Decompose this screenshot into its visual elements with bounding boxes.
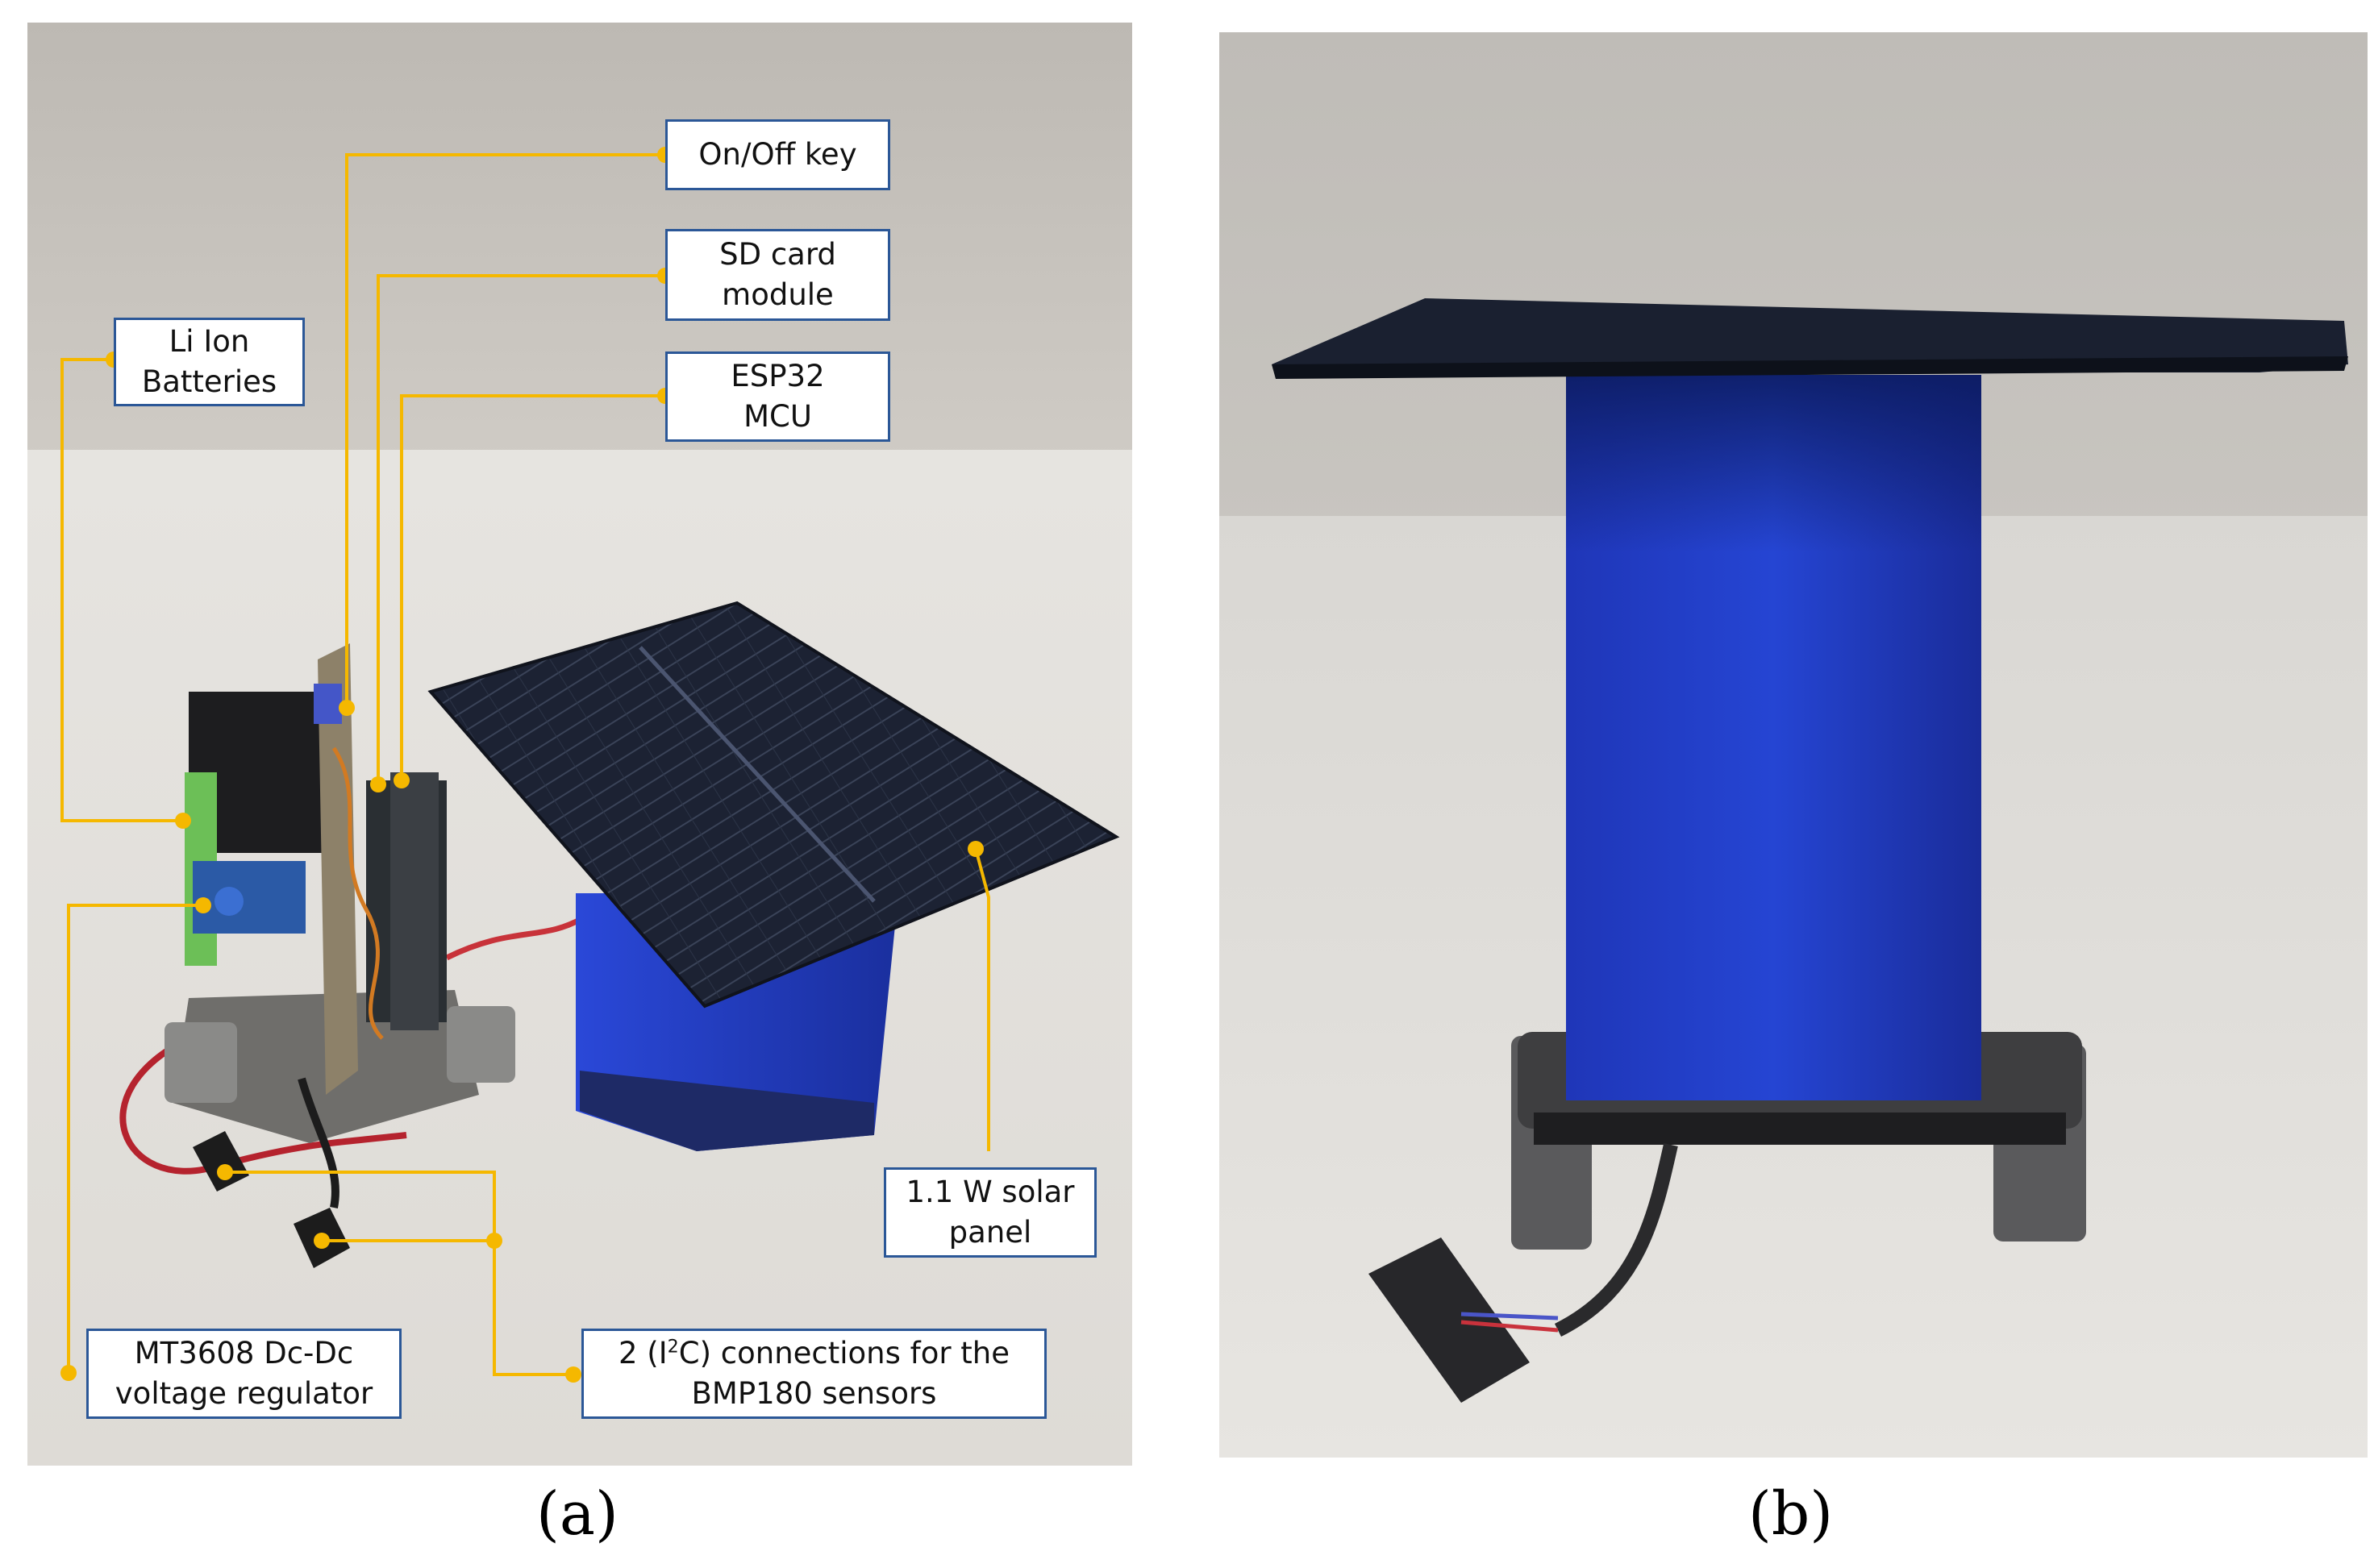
caption-b: (b) — [1748, 1479, 1834, 1549]
callout-solar-panel: 1.1 W solar panel — [884, 1167, 1097, 1258]
callout-i2c-connections: 2 (I2C) connections for the BMP180 senso… — [581, 1329, 1047, 1419]
callout-sd-card-module: SD card module — [665, 229, 890, 321]
connector — [1368, 1237, 1530, 1403]
photo-a-scene — [27, 23, 1132, 1466]
caption-a: (a) — [536, 1479, 618, 1549]
callout-esp32-mcu: ESP32 MCU — [665, 351, 890, 442]
photo-panel-b — [1219, 32, 2368, 1458]
regulator-board — [193, 861, 306, 934]
pcb-board — [318, 643, 358, 1095]
callout-on-off-key: On/Off key — [665, 119, 890, 190]
solar-panel-top — [1272, 298, 2348, 372]
callout-li-ion-batteries: Li Ion Batteries — [114, 318, 305, 406]
connector-1 — [193, 1131, 249, 1192]
callout-mt3608-regulator: MT3608 Dc-Dc voltage regulator — [86, 1329, 402, 1419]
photo-panel-a: On/Off key SD card module ESP32 MCU Li I… — [27, 23, 1132, 1466]
photo-b-scene — [1219, 32, 2368, 1458]
leader-lines — [60, 153, 990, 1376]
solar-panel — [427, 601, 1120, 1009]
i2c-line-2: BMP180 sensors — [691, 1376, 937, 1411]
i2c-line-1: 2 (I2C) connections for the — [618, 1336, 1010, 1371]
